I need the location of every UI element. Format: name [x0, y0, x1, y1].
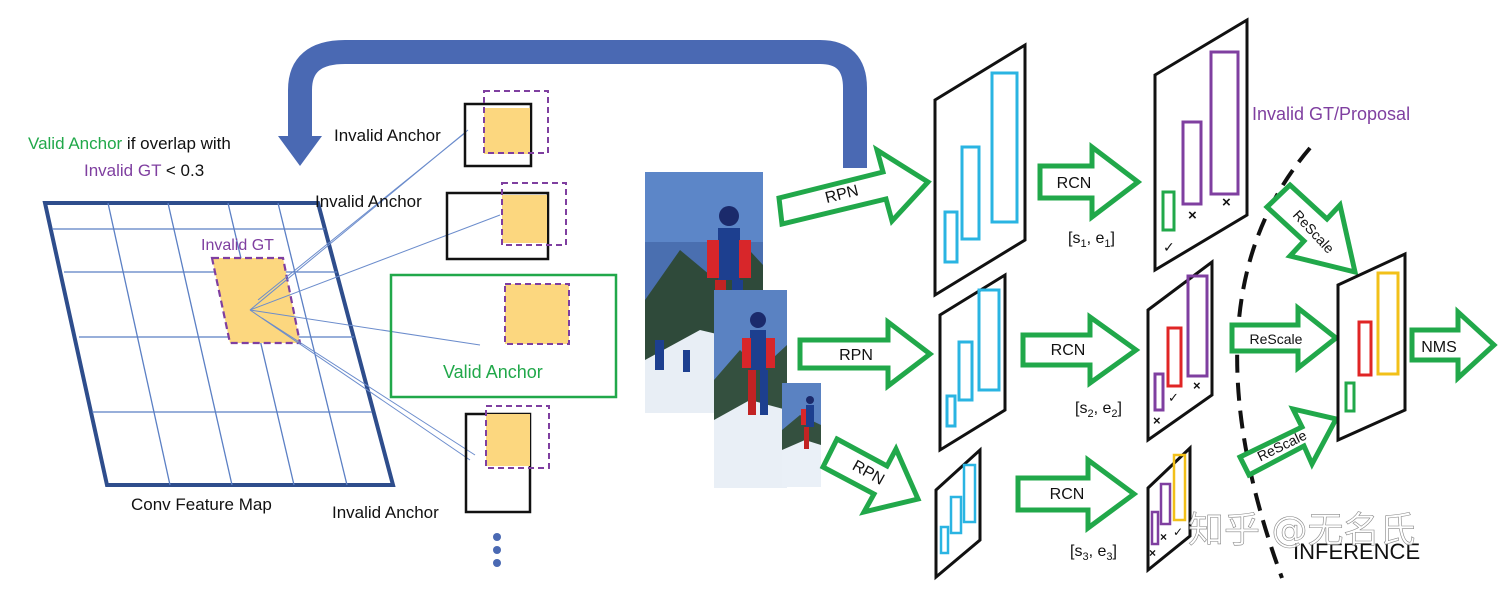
rcn-label-2: RCN: [1051, 342, 1086, 359]
anchor-4: Invalid Anchor: [332, 405, 550, 522]
anchor-rule-line2: Invalid GT < 0.3: [84, 161, 204, 180]
image-pyramid-chip-b: [714, 290, 787, 488]
proposal-box-3: [934, 446, 982, 581]
detection-box-3: × × ✓: [1146, 444, 1192, 574]
anchor-connection-lines: [249, 129, 501, 461]
watermark: 知乎 @无名氏: [1188, 510, 1415, 551]
scale-range-2: [s2, e2]: [1075, 400, 1122, 420]
rpn-arrow-2: RPN: [797, 316, 935, 392]
rcn-label-1: RCN: [1057, 175, 1092, 192]
rcn-arrow-3: RCN: [1015, 455, 1139, 533]
rcn-arrow-1: RCN: [1037, 141, 1143, 223]
rcn-arrow-2: RCN: [1020, 312, 1141, 388]
rescale-arrow-1: ReScale: [1263, 181, 1359, 276]
rpn-arrow-3: RPN: [819, 435, 922, 516]
nms-label: NMS: [1421, 339, 1457, 356]
conv-feature-map-label: Conv Feature Map: [131, 495, 272, 514]
check-mark-icon: ✓: [1163, 239, 1175, 255]
rescale-label-2: ReScale: [1250, 331, 1303, 347]
invalid-gt-label: Invalid GT: [201, 237, 274, 254]
proposal-box-1: [933, 42, 1027, 298]
detection-box-1: ✓ × ×: [1153, 17, 1249, 273]
anchor-rule-line1: Valid Anchor if overlap with: [28, 134, 231, 153]
rpn-label-2: RPN: [839, 347, 873, 364]
cross-mark-icon: ×: [1160, 530, 1167, 544]
detection-box-2: × ✓ ×: [1146, 259, 1214, 443]
feedback-arrow-icon: [278, 40, 867, 168]
scale-range-1: [s1, e1]: [1068, 230, 1115, 250]
cross-mark-icon: ×: [1222, 194, 1231, 211]
conv-feature-map: Invalid GT Conv Feature Map: [42, 129, 501, 514]
anchor-1: Invalid Anchor: [334, 90, 549, 168]
rescale-arrow-2: ReScale: [1229, 302, 1341, 374]
rescale-arrow-3: ReScale: [1236, 405, 1340, 479]
inference-label: INFERENCE: [1293, 539, 1420, 564]
cross-mark-icon: ×: [1149, 546, 1156, 560]
anchor-2-label: Invalid Anchor: [315, 192, 422, 211]
rpn-arrow-1: RPN: [776, 144, 932, 228]
anchor-1-label: Invalid Anchor: [334, 126, 441, 145]
invalid-proposal-label: Invalid GT/Proposal: [1252, 104, 1410, 124]
proposal-box-2: [938, 272, 1007, 453]
anchor-2: Invalid Anchor: [315, 182, 567, 261]
merged-detection-box: [1336, 251, 1407, 443]
check-mark-icon: ✓: [1168, 390, 1179, 405]
ellipsis-dots: [493, 533, 501, 567]
image-pyramid-chip-c: [782, 383, 821, 487]
check-mark-icon: ✓: [1173, 525, 1183, 539]
anchor-3-label: Valid Anchor: [443, 362, 543, 382]
nms-arrow: NMS: [1409, 306, 1498, 384]
cross-mark-icon: ×: [1188, 207, 1197, 224]
scale-range-3: [s3, e3]: [1070, 543, 1117, 563]
rcn-label-3: RCN: [1050, 486, 1085, 503]
cross-mark-icon: ×: [1193, 378, 1201, 393]
cross-mark-icon: ×: [1153, 413, 1161, 428]
anchor-3-valid: Valid Anchor: [389, 273, 618, 399]
anchor-4-label: Invalid Anchor: [332, 503, 439, 522]
